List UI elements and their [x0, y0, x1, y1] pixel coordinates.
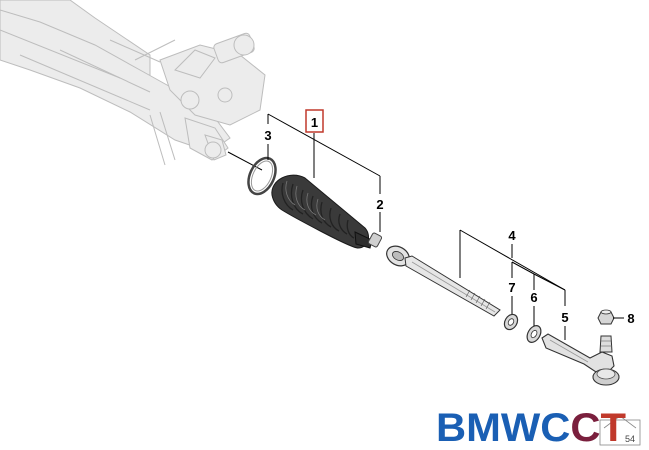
steering-rack-housing-icon: [0, 0, 266, 166]
callout-4[interactable]: 4: [508, 228, 516, 243]
small-clamp-icon: [367, 232, 383, 248]
tie-rod-end-icon: [541, 333, 620, 386]
inner-tie-rod-icon: [386, 245, 501, 317]
leader-lines: [267, 113, 624, 340]
watermark-logo: BMWCCT: [436, 406, 626, 450]
watermark-letter: M: [466, 406, 501, 450]
watermark-text: BMWCCT: [436, 406, 626, 450]
diagram-id-box: 54: [599, 415, 641, 446]
callout-3[interactable]: 3: [264, 128, 271, 143]
lock-nut-icon: [503, 313, 519, 331]
watermark-letter: T: [601, 406, 626, 450]
clamp-nut-icon: [526, 325, 542, 343]
watermark-letter: C: [540, 406, 570, 450]
watermark-letter: B: [436, 406, 466, 450]
self-locking-nut-icon: [597, 309, 615, 325]
callout-7[interactable]: 7: [508, 280, 515, 295]
bellows-boot-icon: [271, 174, 373, 249]
callout-2[interactable]: 2: [376, 197, 383, 212]
watermark-letter: W: [501, 406, 541, 450]
diagram-id: 54: [625, 434, 635, 444]
watermark-letter: C: [570, 406, 600, 450]
callout-6[interactable]: 6: [530, 290, 537, 305]
callout-5[interactable]: 5: [561, 310, 568, 325]
callout-1-group[interactable]: 1: [305, 109, 324, 133]
callout-8[interactable]: 8: [627, 311, 634, 326]
clamp-ring-icon: [247, 156, 277, 196]
assembly-axis-line: [227, 151, 263, 171]
callout-1-highlight-box: [305, 109, 324, 133]
callout-1[interactable]: 1: [311, 115, 318, 130]
